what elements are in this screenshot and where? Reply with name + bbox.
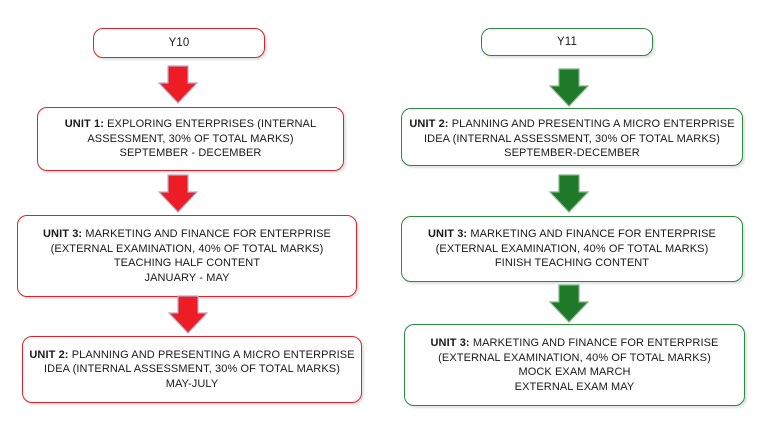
y11-unit3-exam-box: UNIT 3: MARKETING AND FINANCE FOR ENTERP… — [404, 324, 745, 406]
unit-label: UNIT 3: — [428, 228, 468, 241]
unit-label: UNIT 2: — [29, 348, 69, 361]
y10-unit2-box: UNIT 2: PLANNING AND PRESENTING A MICRO … — [22, 336, 362, 403]
box-line: IDEA (INTERNAL ASSESSMENT, 30% OF TOTAL … — [424, 132, 720, 145]
down-arrow-icon — [167, 295, 209, 334]
down-arrow-icon — [548, 174, 590, 213]
y11-unit3-box: UNIT 3: MARKETING AND FINANCE FOR ENTERP… — [401, 216, 743, 282]
box-line: MOCK EXAM MARCH — [518, 366, 631, 378]
unit-label: UNIT 3: — [43, 228, 83, 240]
box-line: MARKETING AND FINANCE FOR ENTERPRISE — [85, 228, 331, 240]
unit-label: UNIT 3: — [430, 337, 470, 349]
box-line: MARKETING AND FINANCE FOR ENTERPRISE — [470, 228, 716, 241]
box-line: PLANNING AND PRESENTING A MICRO ENTERPRI… — [71, 348, 355, 361]
y10-unit1-box: UNIT 1: EXPLORING ENTERPRISES (INTERNAL … — [37, 107, 344, 171]
box-line: TEACHING HALF CONTENT — [113, 257, 261, 269]
box-line: (EXTERNAL EXAMINATION, 40% OF TOTAL MARK… — [435, 242, 709, 255]
down-arrow-icon — [548, 284, 590, 323]
box-line: SEPTEMBER-DECEMBER — [504, 147, 640, 159]
unit-label: UNIT 1: — [64, 118, 104, 131]
down-arrow-icon — [548, 68, 590, 107]
box-line: SEPTEMBER - DECEMBER — [119, 147, 262, 160]
box-line: MARKETING AND FINANCE FOR ENTERPRISE — [472, 337, 719, 349]
box-line: ASSESSMENT, 30% OF TOTAL MARKS) — [87, 132, 294, 145]
box-line: PLANNING AND PRESENTING A MICRO ENTERPRI… — [451, 118, 735, 130]
box-line: EXPLORING ENTERPRISES (INTERNAL — [107, 118, 317, 131]
down-arrow-icon — [157, 174, 199, 213]
y11-header-box: Y11 — [481, 28, 653, 56]
box-line: EXTERNAL EXAM MAY — [514, 380, 635, 393]
box-line: MAY-JULY — [165, 377, 219, 390]
box-line: (EXTERNAL EXAMINATION, 40% OF TOTAL MARK… — [438, 351, 711, 364]
unit-label: UNIT 2: — [409, 118, 449, 130]
box-line: JANUARY - MAY — [144, 271, 230, 284]
y10-header-box: Y10 — [93, 28, 265, 58]
y11-header-label: Y11 — [557, 35, 577, 48]
box-line: FINISH TEACHING CONTENT — [494, 257, 650, 270]
box-line: IDEA (INTERNAL ASSESSMENT, 30% OF TOTAL … — [44, 363, 340, 376]
y10-header-label: Y10 — [168, 36, 190, 49]
y11-unit2-box: UNIT 2: PLANNING AND PRESENTING A MICRO … — [401, 108, 743, 166]
y10-unit3-box: UNIT 3: MARKETING AND FINANCE FOR ENTERP… — [17, 215, 357, 297]
down-arrow-icon — [157, 65, 199, 104]
box-line: (EXTERNAL EXAMINATION, 40% OF TOTAL MARK… — [50, 242, 324, 255]
